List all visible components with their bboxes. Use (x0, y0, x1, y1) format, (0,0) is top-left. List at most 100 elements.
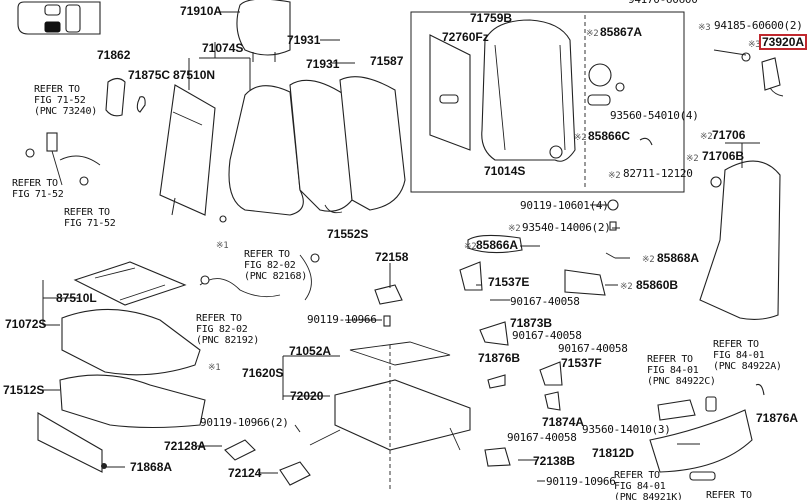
part-label-93540-14006[interactable]: 93540-14006(2) (522, 221, 611, 234)
note-mark-2: ※2 (620, 282, 633, 292)
part-label-71931-lower[interactable]: 71931 (306, 57, 340, 71)
part-label-87510N[interactable]: 87510N (173, 68, 216, 82)
refer-note-pnc-82168[interactable]: REFER TO FIG 82-02 (PNC 82168) (244, 249, 307, 282)
part-label-71706B[interactable]: 71706B (702, 149, 745, 163)
part-label-71875C[interactable]: 71875C (128, 68, 171, 82)
vehicle-seat-location-thumbnail[interactable] (17, 1, 101, 35)
part-72124 (279, 461, 311, 486)
note-mark-2: ※2 (686, 154, 699, 164)
part-label-90167-40058-d[interactable]: 90167-40058 (507, 431, 577, 444)
part-label-71874A[interactable]: 71874A (542, 415, 585, 429)
wire-harness-drawing (199, 253, 320, 301)
note-mark-2: ※2 (508, 224, 521, 234)
part-label-71910A[interactable]: 71910A (180, 4, 223, 18)
refer-note-pnc-82192[interactable]: REFER TO FIG 82-02 (PNC 82192) (196, 313, 259, 346)
part-label-72138B[interactable]: 72138B (533, 454, 576, 468)
part-85866A (467, 234, 523, 254)
part-85860B (564, 269, 606, 296)
part-label-71876B[interactable]: 71876B (478, 351, 521, 365)
part-label-90119-10966-2[interactable]: 90119-10966(2) (200, 416, 289, 429)
part-label-90119-10601[interactable]: 90119-10601(4) (520, 199, 609, 212)
part-label-72128A[interactable]: 72128A (164, 439, 207, 453)
refer-note-pnc-73240[interactable]: REFER TO FIG 71-52 (PNC 73240) (34, 84, 97, 117)
part-71875C (136, 96, 146, 113)
part-71537E (459, 261, 483, 291)
note-mark-3: ※3 (698, 23, 711, 33)
refer-note-pnc-84921K[interactable]: REFER TO FIG 84-01 (PNC 84921K) (614, 470, 683, 500)
part-label-85860B[interactable]: 85860B (636, 278, 679, 292)
part-label-94170-60600[interactable]: 94170-60600 (628, 0, 698, 6)
part-label-90119-10966[interactable]: 90119-10966 (307, 313, 377, 326)
part-label-71537F[interactable]: 71537F (561, 356, 602, 370)
part-label-72124[interactable]: 72124 (228, 466, 262, 480)
side-shield-drawing (649, 383, 765, 481)
refer-note-fig-71-52-b[interactable]: REFER TO FIG 71-52 (64, 207, 116, 229)
refer-note-pnc-84922A[interactable]: REFER TO FIG 84-01 (PNC 84922A) (713, 339, 782, 372)
part-label-71931[interactable]: 71931 (287, 33, 321, 47)
part-label-71862[interactable]: 71862 (97, 48, 131, 62)
part-71537F (539, 361, 563, 386)
part-label-93560-54010[interactable]: 93560-54010(4) (610, 109, 699, 122)
note-mark-3: ※3 (748, 40, 761, 50)
part-label-71074S[interactable]: 71074S (202, 41, 244, 55)
leader-lines (40, 39, 760, 482)
part-label-71014S[interactable]: 71014S (484, 164, 526, 178)
side-airbag-module-drawing (741, 52, 784, 97)
part-label-71587[interactable]: 71587 (370, 54, 404, 68)
note-mark-1: ※1 (208, 363, 221, 373)
note-mark-2: ※2 (586, 29, 599, 39)
part-label-71620S[interactable]: 71620S (242, 366, 284, 380)
part-label-90167-40058-c[interactable]: 90167-40058 (558, 342, 628, 355)
part-label-72760F[interactable]: 72760Fz (442, 30, 489, 44)
seatback-heater-mat-drawing (159, 84, 216, 216)
part-label-85866A[interactable]: 85866A (476, 238, 519, 252)
part-label-85866C[interactable]: 85866C (588, 129, 631, 143)
part-72158 (374, 284, 403, 305)
refer-note-pnc-84922C[interactable]: REFER TO FIG 84-01 (PNC 84922C) (647, 354, 716, 387)
seatback-cover-drawing (228, 76, 406, 216)
note-mark-1: ※1 (216, 241, 229, 251)
part-label-71072S[interactable]: 71072S (5, 317, 47, 331)
part-label-93560-14010[interactable]: 93560-14010(3) (582, 423, 671, 436)
part-label-71759B[interactable]: 71759B (470, 11, 513, 25)
headrest-drawing (220, 0, 291, 62)
part-label-90167-40058-b[interactable]: 90167-40058 (512, 329, 582, 342)
refer-note-fig-71-52[interactable]: REFER TO FIG 71-52 (12, 178, 64, 200)
part-label-71876A[interactable]: 71876A (756, 411, 799, 425)
seatback-frame-group-box (410, 11, 685, 193)
seatback-frame-drawing (429, 15, 653, 190)
part-label-82711-12120[interactable]: 82711-12120 (623, 167, 693, 180)
part-label-85867A[interactable]: 85867A (600, 25, 643, 39)
bolt-90119-10966 (383, 315, 391, 327)
part-label-94185-60600[interactable]: 94185-60600(2) (714, 19, 803, 32)
refer-note-bottom[interactable]: REFER TO (706, 490, 752, 500)
seatbelt-buckle-drawing (25, 132, 101, 186)
part-label-71873B[interactable]: 71873B (510, 316, 553, 330)
part-label-71868A[interactable]: 71868A (130, 460, 173, 474)
part-label-71812D[interactable]: 71812D (592, 446, 635, 460)
part-label-90119-10966-lower[interactable]: 90119-10966 (546, 475, 616, 488)
part-label-71706[interactable]: 71706 (712, 128, 746, 142)
part-label-72020[interactable]: 72020 (290, 389, 324, 403)
part-72128A (224, 439, 256, 461)
note-mark-2: ※2 (574, 133, 587, 143)
part-label-72158[interactable]: 72158 (375, 250, 409, 264)
part-label-71552S[interactable]: 71552S (327, 227, 369, 241)
part-71873B (479, 321, 509, 346)
note-mark-2: ※2 (464, 242, 477, 252)
part-72138B (484, 447, 511, 467)
part-label-71537E[interactable]: 71537E (488, 275, 530, 289)
note-mark-2: ※2 (700, 132, 713, 142)
note-mark-2: ※2 (608, 171, 621, 181)
part-label-85868A[interactable]: 85868A (657, 251, 700, 265)
part-71706B (710, 176, 722, 188)
part-label-90167-40058[interactable]: 90167-40058 (510, 295, 580, 308)
part-label-71512S[interactable]: 71512S (3, 383, 45, 397)
part-71862 (105, 77, 126, 117)
part-label-71052A[interactable]: 71052A (289, 344, 332, 358)
part-71874A (544, 391, 561, 411)
part-label-73920A-highlighted[interactable]: 73920A (759, 34, 808, 50)
part-label-87510L[interactable]: 87510L (56, 291, 97, 305)
seatback-board-drawing (699, 160, 781, 321)
